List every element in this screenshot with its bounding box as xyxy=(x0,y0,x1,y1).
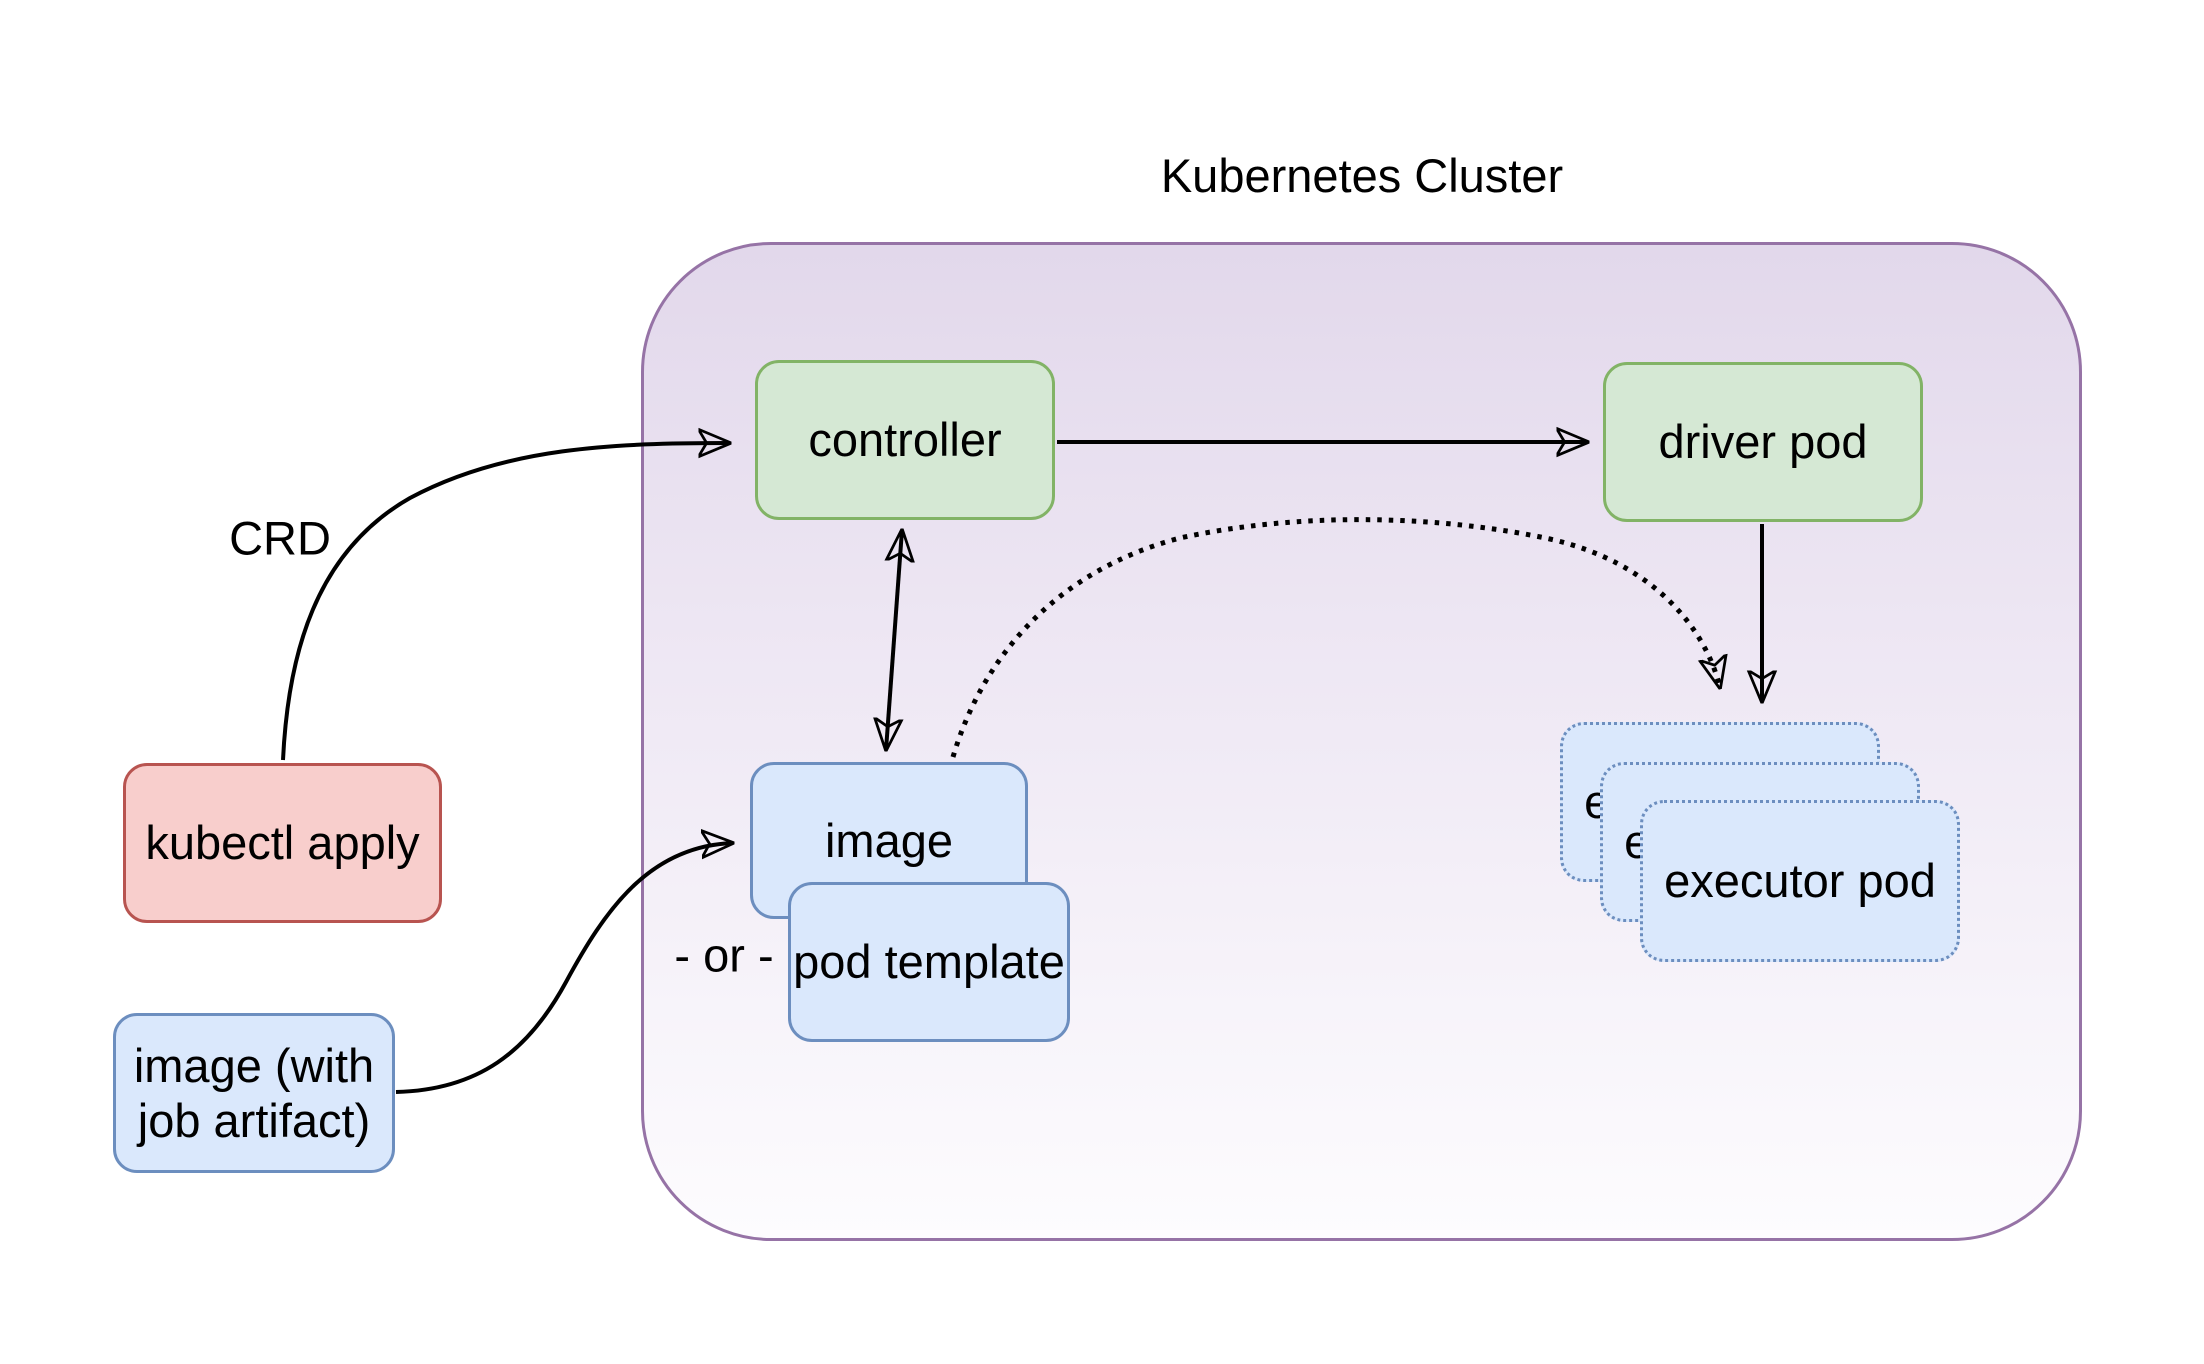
node-kubectl-apply: kubectl apply xyxy=(123,763,442,923)
edge-label-or: - or - xyxy=(674,928,774,982)
node-image-with-job-artifact: image (with job artifact) xyxy=(113,1013,395,1173)
node-controller: controller xyxy=(755,360,1055,520)
cluster-title: Kubernetes Cluster xyxy=(1160,149,1564,202)
node-pod-template: pod template xyxy=(788,882,1070,1042)
node-executor-pod-front: executor pod xyxy=(1640,800,1960,962)
edge-label-crd: CRD xyxy=(229,511,331,565)
node-driver-pod: driver pod xyxy=(1603,362,1923,522)
